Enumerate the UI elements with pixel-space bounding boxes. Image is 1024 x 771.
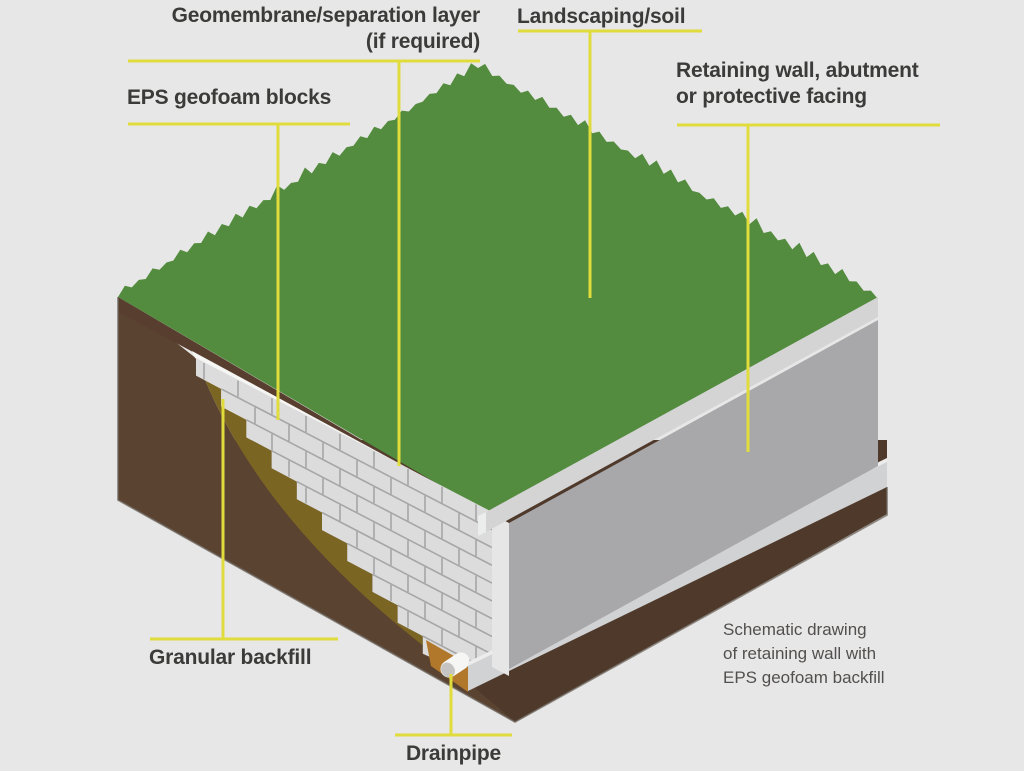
eps-blocks-face xyxy=(196,358,492,665)
figure-caption: Schematic drawing of retaining wall with… xyxy=(723,620,885,687)
drainpipe-end xyxy=(441,662,455,678)
eps-joint-line xyxy=(220,388,492,531)
label-retaining-wall: Retaining wall, abutment or protective f… xyxy=(676,59,919,108)
leader-lines xyxy=(128,29,940,737)
retaining-wall-graphic xyxy=(478,297,878,676)
wall-inner-face xyxy=(492,514,509,676)
silhouette-outline xyxy=(117,297,888,724)
eps-geofoam-block-stack xyxy=(196,358,492,665)
drainpipe-graphic xyxy=(440,652,470,678)
wall-front-face xyxy=(509,320,878,669)
label-drainpipe: Drainpipe xyxy=(405,742,502,765)
label-geomembrane: Geomembrane/separation layer (if require… xyxy=(171,4,481,53)
label-landscaping-soil: Landscaping/soil xyxy=(517,5,686,28)
eps-joint-line xyxy=(296,480,492,584)
eps-block-joints xyxy=(203,363,492,664)
wall-cap-end xyxy=(478,512,486,536)
eps-joint-line xyxy=(246,419,492,549)
eps-joint-line xyxy=(271,449,492,567)
label-granular-backfill: Granular backfill xyxy=(149,646,312,669)
eps-joint-line xyxy=(346,542,492,620)
label-eps-geofoam-blocks: EPS geofoam blocks xyxy=(127,86,332,109)
eps-joint-line xyxy=(372,573,492,638)
eps-joint-line xyxy=(397,604,492,656)
wall-cap xyxy=(486,297,878,532)
soil-cross-section-face xyxy=(118,297,515,722)
grass-top-surface xyxy=(118,63,878,513)
eps-joint-line xyxy=(321,511,492,602)
